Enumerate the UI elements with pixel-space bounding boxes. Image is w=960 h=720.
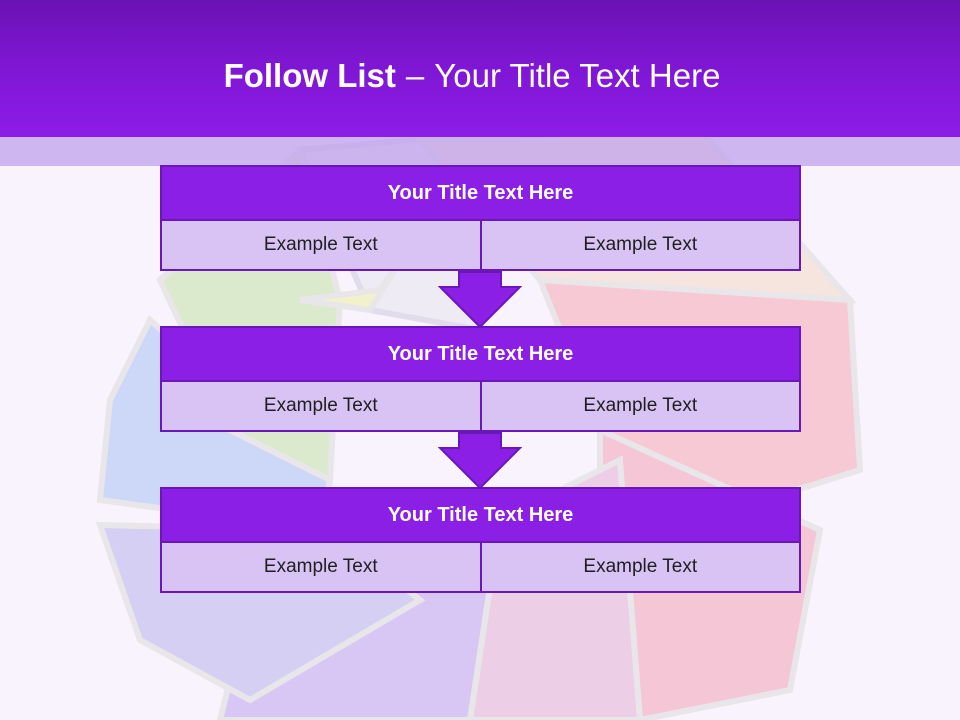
block-row: Example Text Example Text: [160, 221, 801, 271]
example-text-right: Example Text: [479, 382, 800, 430]
header-bar: [0, 0, 960, 137]
list-block-3: Your Title Text Here Example Text Exampl…: [160, 487, 801, 593]
down-arrow-icon: [438, 271, 522, 329]
list-block-2: Your Title Text Here Example Text Exampl…: [160, 326, 801, 432]
slide-title-bold: Follow List: [223, 57, 396, 94]
down-arrow-icon: [438, 432, 522, 490]
block-row: Example Text Example Text: [160, 382, 801, 432]
example-text-right: Example Text: [479, 221, 800, 269]
header-accent-strip: [0, 137, 960, 166]
slide-title: Follow List–Your Title Text Here: [0, 55, 944, 97]
example-text-left: Example Text: [263, 395, 378, 416]
slide-title-rest: Your Title Text Here: [434, 57, 721, 94]
slide-title-separator: –: [405, 57, 425, 94]
block-title: Your Title Text Here: [160, 326, 801, 382]
example-text-right: Example Text: [479, 543, 800, 591]
example-text-left: Example Text: [263, 234, 378, 255]
block-title: Your Title Text Here: [160, 487, 801, 543]
block-row: Example Text Example Text: [160, 543, 801, 593]
list-block-1: Your Title Text Here Example Text Exampl…: [160, 165, 801, 271]
block-title: Your Title Text Here: [160, 165, 801, 221]
example-text-left: Example Text: [263, 556, 378, 577]
